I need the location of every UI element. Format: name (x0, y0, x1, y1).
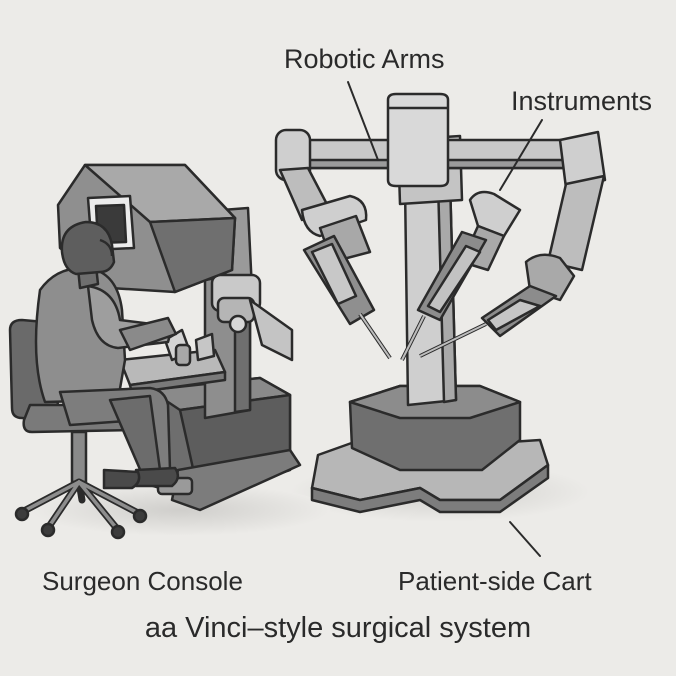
patient-side-cart (276, 94, 605, 512)
label-surgeon-console: Surgeon Console (42, 566, 243, 597)
hand-controller-left (196, 334, 214, 360)
leader-patient-cart (510, 522, 540, 556)
surgeon-head (62, 222, 114, 274)
label-robotic-arms: Robotic Arms (284, 44, 445, 75)
label-patient-side-cart: Patient-side Cart (398, 566, 592, 597)
diagram-caption: aa Vinci–style surgical system (0, 612, 676, 645)
surgeon-shoe (136, 468, 178, 486)
label-instruments: Instruments (511, 86, 652, 117)
